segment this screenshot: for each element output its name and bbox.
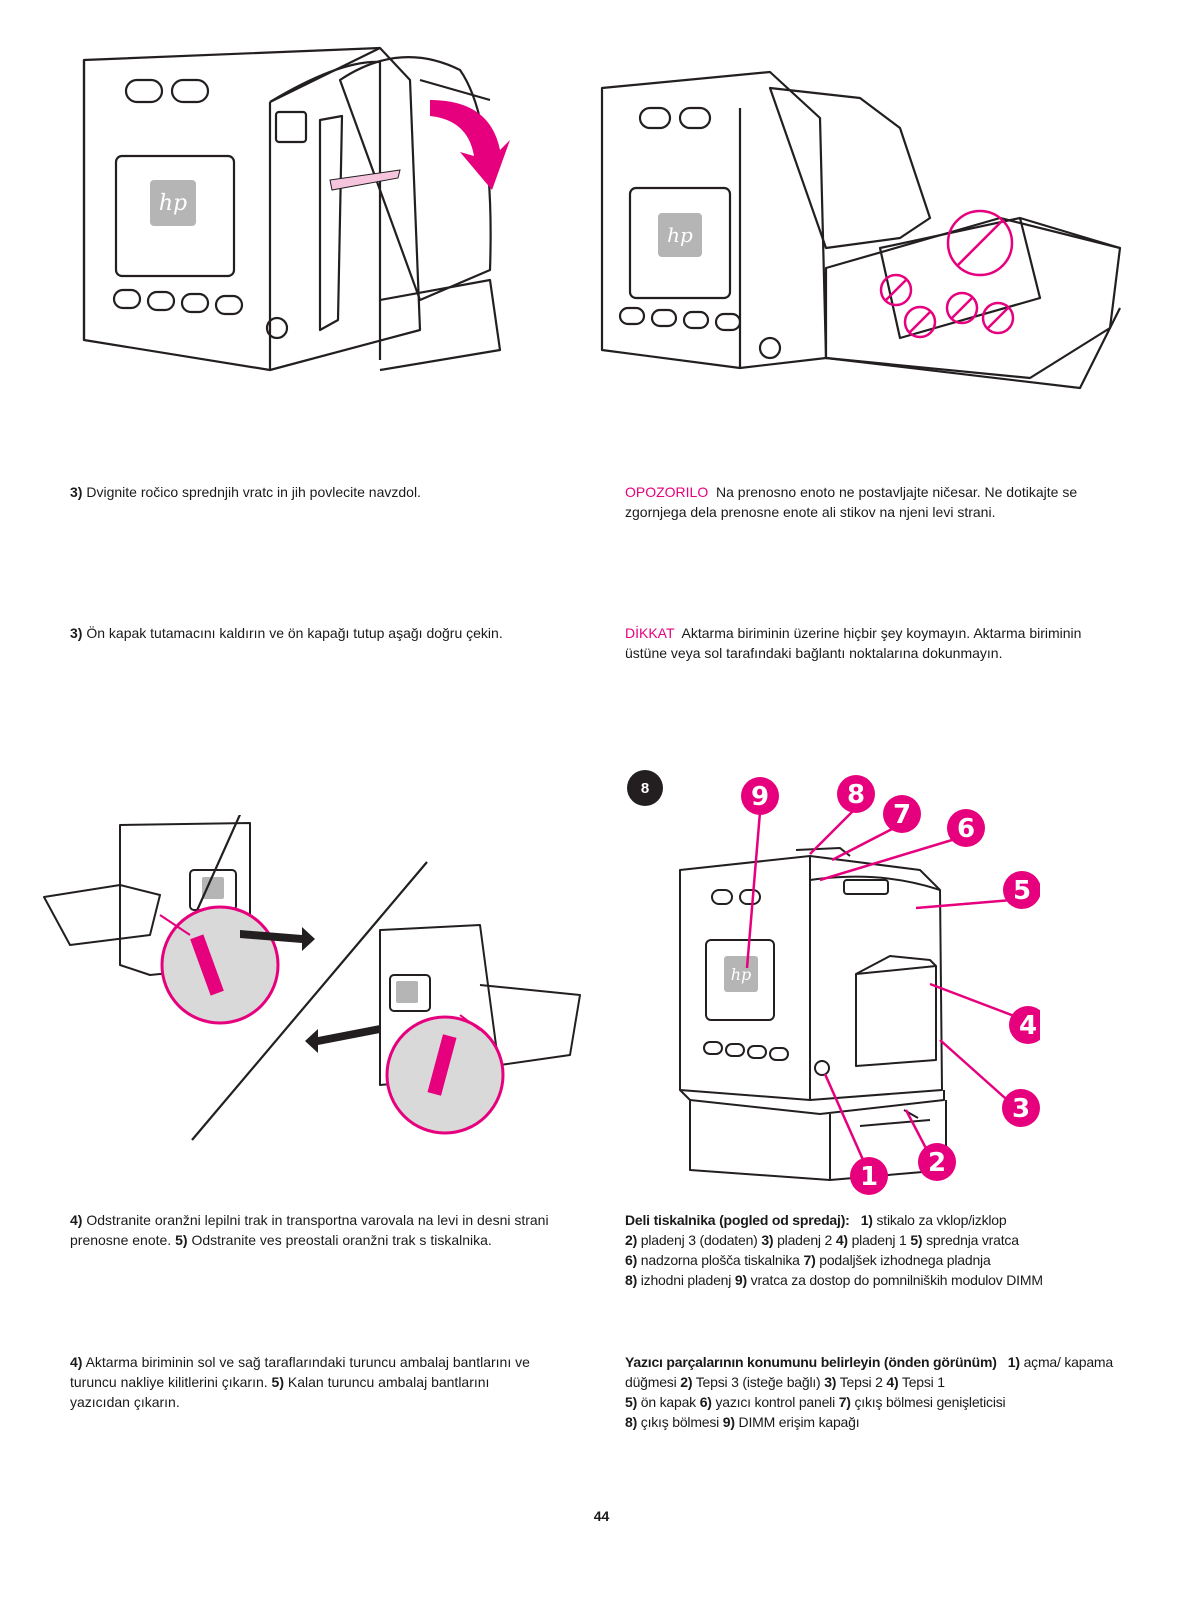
part-name: Tepsi 1 bbox=[901, 1374, 945, 1390]
part-number: 9) bbox=[722, 1414, 735, 1430]
callout-5: 5 bbox=[1013, 876, 1031, 906]
part-name: yazıcı kontrol paneli bbox=[715, 1394, 835, 1410]
part-number: 2) bbox=[625, 1232, 638, 1248]
warning-text: Aktarma biriminin üzerine hiçbir şey koy… bbox=[625, 625, 1082, 661]
part-number: 8) bbox=[625, 1414, 638, 1430]
callout-7: 7 bbox=[893, 800, 911, 830]
part-number: 2) bbox=[680, 1374, 693, 1390]
part-name: çıkış bölmesi genişleticisi bbox=[854, 1394, 1006, 1410]
page-number: 44 bbox=[593, 1508, 610, 1524]
instruction-text: Dvignite ročico sprednjih vratc in jih p… bbox=[86, 484, 421, 500]
printer-door-open-illustration: hp bbox=[82, 46, 510, 372]
printer-parts-front-view-illustration: hp 1 2 3 4 5 6 7 8 9 bbox=[679, 775, 1040, 1195]
hp-logo: hp bbox=[667, 223, 693, 247]
part-name: pladenj 3 (dodaten) bbox=[640, 1232, 758, 1248]
callout-2: 2 bbox=[928, 1148, 946, 1178]
svg-text:hp: hp bbox=[731, 965, 752, 984]
part-number: 1) bbox=[860, 1212, 873, 1228]
warning-label: DİKKAT bbox=[625, 625, 675, 641]
parts-title: Deli tiskalnika (pogled od spredaj): bbox=[625, 1212, 850, 1228]
transfer-unit-warning-illustration: hp bbox=[600, 70, 1122, 390]
callout-9: 9 bbox=[751, 782, 769, 812]
part-number: 1) bbox=[1007, 1354, 1020, 1370]
step-number: 4) bbox=[70, 1212, 83, 1228]
callout-1: 1 bbox=[860, 1162, 878, 1192]
step-number: 5) bbox=[175, 1232, 188, 1248]
part-number: 9) bbox=[734, 1272, 747, 1288]
part-name: pladenj 2 bbox=[777, 1232, 833, 1248]
instruction-step4-5-sl: 4) Odstranite oranžni lepilni trak in tr… bbox=[70, 1210, 550, 1250]
part-name: çıkış bölmesi bbox=[640, 1414, 720, 1430]
callout-3: 3 bbox=[1012, 1094, 1030, 1124]
part-number: 5) bbox=[910, 1232, 923, 1248]
hp-logo: hp bbox=[159, 191, 187, 216]
callout-4: 4 bbox=[1019, 1011, 1037, 1041]
part-name: vratca za dostop do pomnilniških modulov… bbox=[750, 1272, 1043, 1288]
part-name: ön kapak bbox=[640, 1394, 696, 1410]
part-number: 6) bbox=[625, 1252, 638, 1268]
part-number: 8) bbox=[625, 1272, 638, 1288]
warning-label: OPOZORILO bbox=[625, 484, 709, 500]
part-number: 4) bbox=[835, 1232, 848, 1248]
part-number: 6) bbox=[699, 1394, 712, 1410]
callout-8: 8 bbox=[847, 780, 865, 810]
warning-tr: DİKKAT Aktarma biriminin üzerine hiçbir … bbox=[625, 623, 1095, 663]
step-number: 5) bbox=[271, 1374, 284, 1390]
part-number: 3) bbox=[824, 1374, 837, 1390]
callout-6: 6 bbox=[957, 814, 975, 844]
callout-circles bbox=[741, 775, 1040, 1195]
step-number: 3) bbox=[70, 625, 83, 641]
parts-title: Yazıcı parçalarının konumunu belirleyin … bbox=[625, 1354, 997, 1370]
part-name: izhodni pladenj bbox=[640, 1272, 732, 1288]
warning-sl: OPOZORILO Na prenosno enoto ne postavlja… bbox=[625, 482, 1095, 522]
instruction-text: Odstranite ves preostali oranžni trak s … bbox=[191, 1232, 492, 1248]
part-number: 5) bbox=[625, 1394, 638, 1410]
warning-text: Na prenosno enoto ne postavljajte ničesa… bbox=[625, 484, 1078, 520]
parts-list-sl: Deli tiskalnika (pogled od spredaj): 1) … bbox=[625, 1210, 1125, 1290]
remove-tape-illustration bbox=[43, 815, 581, 1141]
step-number: 3) bbox=[70, 484, 83, 500]
instruction-text: Aktarma biriminin sol ve sağ taraflarınd… bbox=[70, 1354, 530, 1390]
part-name: DIMM erişim kapağı bbox=[738, 1414, 860, 1430]
part-name: açma/ kapama düğmesi bbox=[625, 1354, 1113, 1390]
part-number: 7) bbox=[838, 1394, 851, 1410]
part-name: sprednja vratca bbox=[926, 1232, 1019, 1248]
part-number: 7) bbox=[803, 1252, 816, 1268]
instruction-text: Ön kapak tutamacını kaldırın ve ön kapağ… bbox=[86, 625, 503, 641]
part-number: 3) bbox=[761, 1232, 774, 1248]
instruction-text: Kalan turuncu ambalaj bantlarını yazıcıd… bbox=[70, 1374, 490, 1410]
part-number: 4) bbox=[886, 1374, 899, 1390]
part-name: Tepsi 2 bbox=[839, 1374, 883, 1390]
part-name: podaljšek izhodnega pladnja bbox=[819, 1252, 991, 1268]
parts-list-tr: Yazıcı parçalarının konumunu belirleyin … bbox=[625, 1352, 1115, 1432]
part-name: stikalo za vklop/izklop bbox=[876, 1212, 1007, 1228]
instruction-step3-sl: 3) Dvignite ročico sprednjih vratc in ji… bbox=[70, 482, 550, 502]
instruction-text: Odstranite oranžni lepilni trak in trans… bbox=[70, 1212, 549, 1248]
part-name: nadzorna plošča tiskalnika bbox=[640, 1252, 800, 1268]
step-badge: 8 bbox=[627, 770, 663, 806]
instruction-step4-5-tr: 4) Aktarma biriminin sol ve sağ taraflar… bbox=[70, 1352, 540, 1412]
step-number: 4) bbox=[70, 1354, 83, 1370]
instruction-step3-tr: 3) Ön kapak tutamacını kaldırın ve ön ka… bbox=[70, 623, 540, 643]
part-name: Tepsi 3 (isteğe bağlı) bbox=[695, 1374, 821, 1390]
part-name: pladenj 1 bbox=[851, 1232, 907, 1248]
